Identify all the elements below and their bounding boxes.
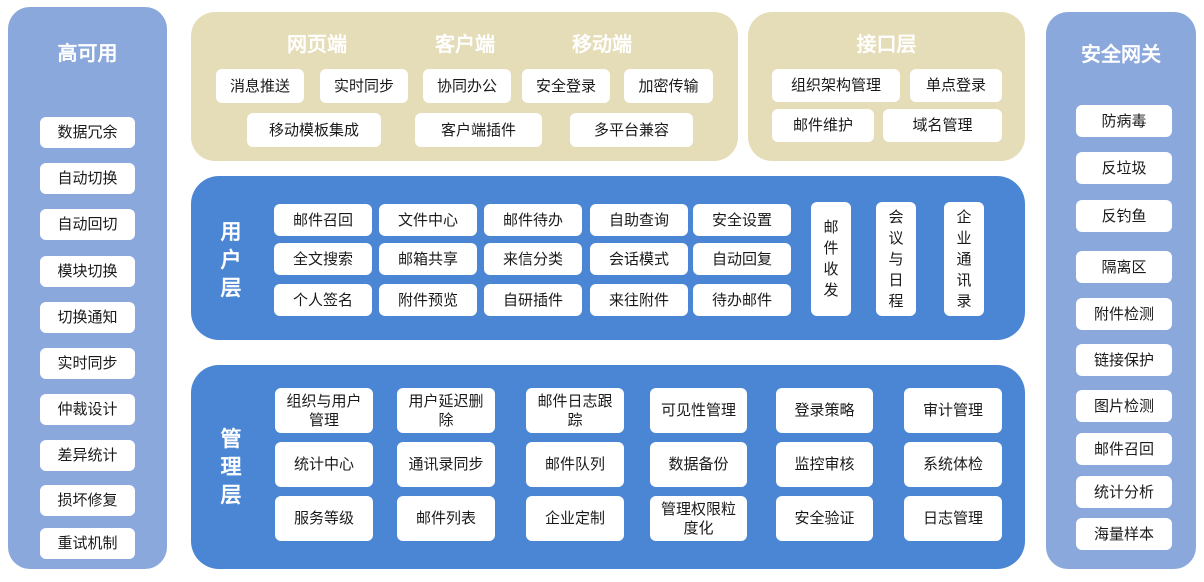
module-box: 系统体检 xyxy=(904,442,1002,487)
user-layer-panel: 用户层 邮件召回文件中心邮件待办自助查询安全设置全文搜索邮箱共享来信分类会话模式… xyxy=(191,176,1025,340)
desktop-client-header: 客户端 xyxy=(435,32,495,56)
module-box: 监控审核 xyxy=(776,442,873,487)
high-availability-title: 高可用 xyxy=(57,41,118,65)
module-box: 安全设置 xyxy=(693,204,791,236)
module-box: 域名管理 xyxy=(883,109,1002,142)
module-box: 附件预览 xyxy=(379,284,477,316)
module-box: 企业定制 xyxy=(526,496,624,541)
module-box: 协同办公 xyxy=(423,69,511,103)
module-box: 待办邮件 xyxy=(693,284,791,316)
mobile-client-header: 移动端 xyxy=(572,32,632,56)
high-availability-panel: 高可用 数据冗余自动切换自动回切模块切换切换通知实时同步仲裁设计差异统计损坏修复… xyxy=(8,7,167,569)
module-box: 多平台兼容 xyxy=(570,113,693,147)
module-box: 安全登录 xyxy=(522,69,610,103)
module-box: 邮件列表 xyxy=(397,496,495,541)
module-box: 实时同步 xyxy=(40,348,135,379)
security-gateway-title: 安全网关 xyxy=(1081,42,1161,66)
module-box: 管理权限粒度化 xyxy=(650,496,747,541)
module-box: 服务等级 xyxy=(275,496,373,541)
module-box: 邮件待办 xyxy=(484,204,582,236)
module-box: 移动模板集成 xyxy=(247,113,381,147)
module-box: 统计分析 xyxy=(1076,476,1172,508)
module-box: 切换通知 xyxy=(40,302,135,333)
module-box: 文件中心 xyxy=(379,204,477,236)
module-box: 邮件维护 xyxy=(772,109,874,142)
module-box: 数据备份 xyxy=(650,442,747,487)
module-box: 日志管理 xyxy=(904,496,1002,541)
module-box: 邮件收发 xyxy=(811,202,851,316)
security-gateway-panel: 安全网关 防病毒反垃圾反钓鱼隔离区附件检测链接保护图片检测邮件召回统计分析海量样… xyxy=(1046,12,1196,569)
interface-layer-title: 接口层 xyxy=(856,32,917,56)
module-box: 邮箱共享 xyxy=(379,243,477,275)
module-box: 消息推送 xyxy=(216,69,304,103)
module-box: 图片检测 xyxy=(1076,390,1172,422)
module-box: 海量样本 xyxy=(1076,518,1172,550)
module-box: 仲裁设计 xyxy=(40,394,135,425)
user-layer-title: 用户层 xyxy=(220,220,242,300)
module-box: 差异统计 xyxy=(40,440,135,471)
module-box: 模块切换 xyxy=(40,256,135,287)
module-box: 会话模式 xyxy=(590,243,688,275)
module-box: 单点登录 xyxy=(910,69,1002,102)
module-box: 防病毒 xyxy=(1076,105,1172,137)
module-box: 邮件日志跟踪 xyxy=(526,388,624,433)
module-box: 安全验证 xyxy=(776,496,873,541)
module-box: 自动切换 xyxy=(40,163,135,194)
module-box: 统计中心 xyxy=(275,442,373,487)
module-box: 用户延迟删除 xyxy=(397,388,495,433)
module-box: 会议与日程 xyxy=(876,202,916,316)
web-client-header: 网页端 xyxy=(287,32,347,56)
module-box: 附件检测 xyxy=(1076,298,1172,330)
module-box: 实时同步 xyxy=(320,69,408,103)
module-box: 客户端插件 xyxy=(415,113,542,147)
module-box: 全文搜索 xyxy=(274,243,372,275)
module-box: 数据冗余 xyxy=(40,117,135,148)
module-box: 链接保护 xyxy=(1076,344,1172,376)
module-box: 来信分类 xyxy=(484,243,582,275)
module-box: 组织架构管理 xyxy=(772,69,900,102)
module-box: 加密传输 xyxy=(624,69,713,103)
client-layer-panel: 网页端 客户端 移动端 消息推送实时同步协同办公安全登录加密传输移动模板集成客户… xyxy=(191,12,738,161)
admin-layer-title: 管理层 xyxy=(220,427,242,507)
module-box: 自助查询 xyxy=(590,204,688,236)
module-box: 自动回切 xyxy=(40,209,135,240)
module-box: 可见性管理 xyxy=(650,388,747,433)
module-box: 邮件召回 xyxy=(1076,433,1172,465)
module-box: 自研插件 xyxy=(484,284,582,316)
module-box: 邮件召回 xyxy=(274,204,372,236)
module-box: 反钓鱼 xyxy=(1076,200,1172,232)
module-box: 隔离区 xyxy=(1076,251,1172,283)
module-box: 个人签名 xyxy=(274,284,372,316)
module-box: 登录策略 xyxy=(776,388,873,433)
interface-layer-panel: 接口层 组织架构管理单点登录邮件维护域名管理 xyxy=(748,12,1025,161)
module-box: 损坏修复 xyxy=(40,485,135,516)
module-box: 通讯录同步 xyxy=(397,442,495,487)
module-box: 反垃圾 xyxy=(1076,152,1172,184)
module-box: 来往附件 xyxy=(590,284,688,316)
module-box: 企业通讯录 xyxy=(944,202,984,316)
module-box: 审计管理 xyxy=(904,388,1002,433)
admin-layer-panel: 管理层 组织与用户管理用户延迟删除邮件日志跟踪可见性管理登录策略审计管理统计中心… xyxy=(191,365,1025,569)
module-box: 自动回复 xyxy=(693,243,791,275)
module-box: 邮件队列 xyxy=(526,442,624,487)
module-box: 组织与用户管理 xyxy=(275,388,373,433)
module-box: 重试机制 xyxy=(40,528,135,559)
